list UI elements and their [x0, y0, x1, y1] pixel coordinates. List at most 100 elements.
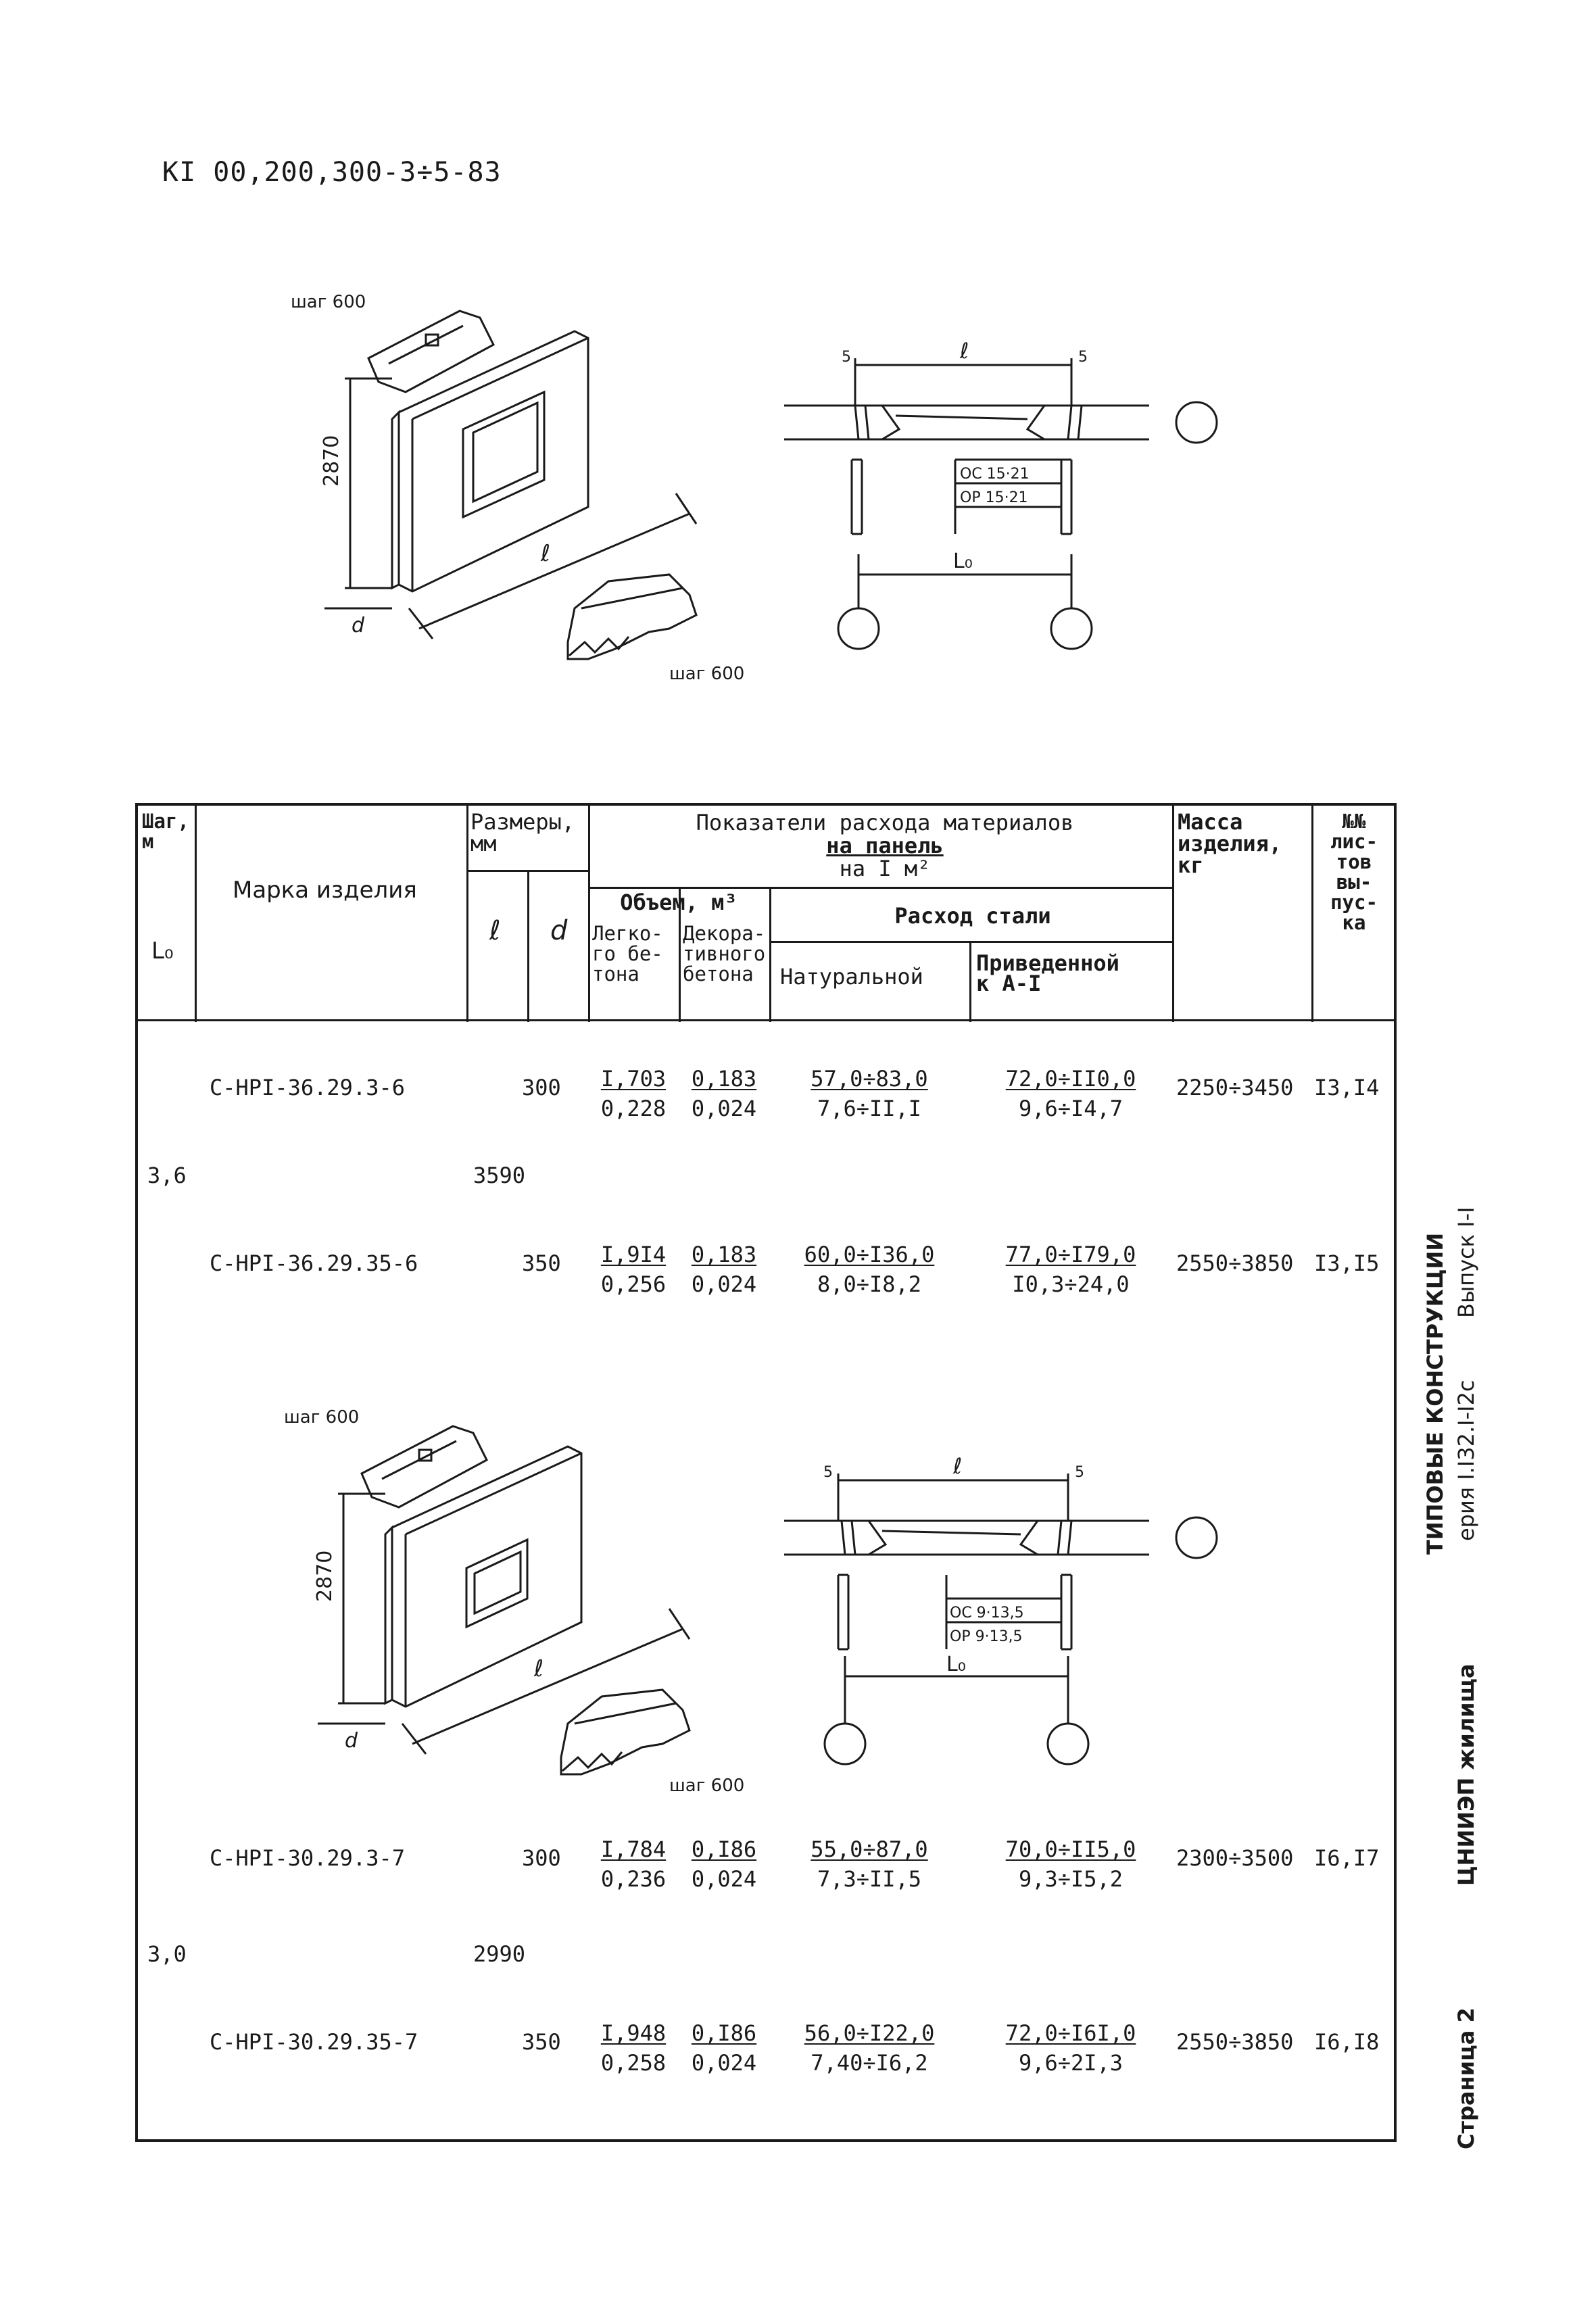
reduced-per-panel: 70,0÷II5,0 [1005, 1836, 1136, 1862]
decor-per-panel: 0,183 [691, 1242, 757, 1267]
natural-per-panel: 56,0÷I22,0 [804, 2020, 935, 2046]
header-light-concrete: Легко- го бе- тона [592, 922, 663, 985]
table-row-d: 350 [522, 2029, 561, 2055]
reduced-per-panel: 72,0÷I6I,0 [1005, 2020, 1136, 2046]
table-row-mark: С-НРI-30.29.35-7 [210, 2029, 418, 2055]
step-label-top: шаг 600 [284, 1407, 359, 1428]
thickness-symbol: d [345, 1729, 358, 1753]
decor-per-panel: 0,183 [691, 1066, 757, 1092]
table-row-decor: 0,I86 0,024 [679, 2018, 769, 2078]
table-row-reduced: 70,0÷II5,0 9,3÷I5,2 [969, 1834, 1172, 1894]
thickness-symbol: d [352, 614, 365, 637]
header-per-m2: на I м² [839, 856, 931, 881]
light-per-m2: 0,258 [600, 2050, 667, 2076]
table-row-mark: С-НРI-36.29.35-6 [210, 1250, 418, 1276]
reduced-per-m2: 9,3÷I5,2 [1018, 1866, 1123, 1892]
document-code: КI 00,200,300-3÷5-83 [162, 157, 502, 188]
table-row-natural: 60,0÷I36,0 8,0÷I8,2 [769, 1240, 969, 1299]
reduced-per-panel: 77,0÷I79,0 [1005, 1242, 1136, 1267]
plan-offset-left: 5 [842, 349, 851, 366]
sidebar-organization: ЦНИИЭП жилища [1453, 1663, 1479, 1886]
table-row-d: 300 [522, 1845, 561, 1871]
table-row-mark: С-НРI-36.29.3-6 [210, 1075, 405, 1100]
panel-plan-drawing-top: 5 5 ℓ ОС 15·21 ОР 15·21 L₀ [784, 338, 1218, 650]
table-row-sheets: I6,I7 [1314, 1845, 1380, 1871]
height-dimension: 2870 [313, 1551, 337, 1602]
plan-span-symbol: L₀ [953, 550, 973, 573]
table-row-reduced: 72,0÷I6I,0 9,6÷2I,3 [969, 2018, 1172, 2078]
header-decor-concrete: Декора- тивного бетона [683, 922, 766, 985]
light-per-panel: I,784 [600, 1836, 667, 1862]
decor-per-m2: 0,024 [691, 1096, 757, 1121]
plan-op-label: ОР 15·21 [960, 489, 1028, 506]
panel-isometric-drawing-bottom: шаг 600 2870 ℓ d шаг 600 [284, 1407, 744, 1796]
table-row-mass: 2300÷3500 [1176, 1845, 1294, 1871]
header-volume: Объем, м³ [620, 890, 737, 915]
header-size-d: d [550, 915, 568, 946]
header-size-l: ℓ [489, 915, 501, 946]
decor-per-panel: 0,I86 [691, 2020, 757, 2046]
group-length: 3590 [473, 1163, 526, 1188]
header-per-panel: на панель [826, 833, 944, 858]
plan-oc-label: ОС 9·13,5 [950, 1605, 1024, 1622]
decor-per-m2: 0,024 [691, 1866, 757, 1892]
table-row-decor: 0,I86 0,024 [679, 1834, 769, 1894]
table-row-decor: 0,183 0,024 [679, 1064, 769, 1123]
light-per-m2: 0,256 [600, 1271, 667, 1297]
table-row-d: 350 [522, 1250, 561, 1276]
light-per-m2: 0,236 [600, 1866, 667, 1892]
plan-oc-label: ОС 15·21 [960, 466, 1030, 483]
table-row-natural: 57,0÷83,0 7,6÷II,I [769, 1064, 969, 1123]
table-row-sheets: I3,I5 [1314, 1250, 1380, 1276]
header-step-span: L₀ [151, 937, 174, 965]
group-step: 3,6 [147, 1163, 187, 1188]
light-per-panel: I,9I4 [600, 1242, 667, 1267]
natural-per-panel: 60,0÷I36,0 [804, 1242, 935, 1267]
natural-per-m2: 7,3÷II,5 [817, 1866, 922, 1892]
plan-offset-right: 5 [1078, 349, 1088, 366]
natural-per-panel: 55,0÷87,0 [811, 1836, 928, 1862]
light-per-panel: I,948 [600, 2020, 667, 2046]
header-sizes: Размеры, мм [470, 809, 575, 856]
materials-table: Шаг, м L₀ Марка изделия Размеры, мм ℓ d … [135, 803, 1397, 2142]
step-label-bottom: шаг 600 [669, 1776, 744, 1796]
length-symbol: ℓ [540, 540, 550, 567]
table-row-d: 300 [522, 1075, 561, 1100]
natural-per-m2: 7,6÷II,I [817, 1096, 922, 1121]
table-row-natural: 55,0÷87,0 7,3÷II,5 [769, 1834, 969, 1894]
sidebar-series: ерия I.I32.I-I2с [1453, 1380, 1479, 1541]
reduced-per-m2: 9,6÷2I,3 [1018, 2050, 1123, 2076]
header-step: Шаг, м [142, 810, 189, 853]
decor-per-m2: 0,024 [691, 2050, 757, 2076]
plan-offset-right: 5 [1075, 1464, 1084, 1481]
natural-per-panel: 57,0÷83,0 [811, 1066, 928, 1092]
sidebar-issue: Выпуск I-I [1453, 1207, 1479, 1318]
sidebar-title: ТИПОВЫЕ КОНСТРУКЦИИ [1422, 1232, 1448, 1555]
table-row-light: I,948 0,258 [588, 2018, 679, 2078]
light-per-panel: I,703 [600, 1066, 667, 1092]
height-dimension: 2870 [320, 435, 343, 487]
reduced-per-panel: 72,0÷II0,0 [1005, 1066, 1136, 1092]
reduced-per-m2: 9,6÷I4,7 [1018, 1096, 1123, 1121]
table-row-light: I,9I4 0,256 [588, 1240, 679, 1299]
header-mass: Масса изделия, кг [1178, 809, 1282, 878]
panel-isometric-drawing-top: шаг 600 2870 ℓ d шаг 600 [291, 292, 744, 684]
decor-per-panel: 0,I86 [691, 1836, 757, 1862]
natural-per-m2: 8,0÷I8,2 [817, 1271, 922, 1297]
group-length: 2990 [473, 1941, 526, 1967]
header-sheets: №№ лис- тов вы- пус- ка [1330, 810, 1378, 934]
header-indicators: Показатели расхода материалов [696, 810, 1074, 835]
natural-per-m2: 7,40÷I6,2 [811, 2050, 928, 2076]
table-row-mass: 2550÷3850 [1176, 2029, 1294, 2055]
table-row-sheets: I3,I4 [1314, 1075, 1380, 1100]
table-row-mass: 2250÷3450 [1176, 1075, 1294, 1100]
table-row-light: I,784 0,236 [588, 1834, 679, 1894]
light-per-m2: 0,228 [600, 1096, 667, 1121]
reduced-per-m2: I0,3÷24,0 [1012, 1271, 1130, 1297]
table-row-mark: С-НРI-30.29.3-7 [210, 1845, 405, 1871]
length-symbol: ℓ [533, 1655, 543, 1682]
plan-length-symbol: ℓ [959, 338, 969, 364]
sidebar-page-number: Страница 2 [1453, 2007, 1479, 2149]
